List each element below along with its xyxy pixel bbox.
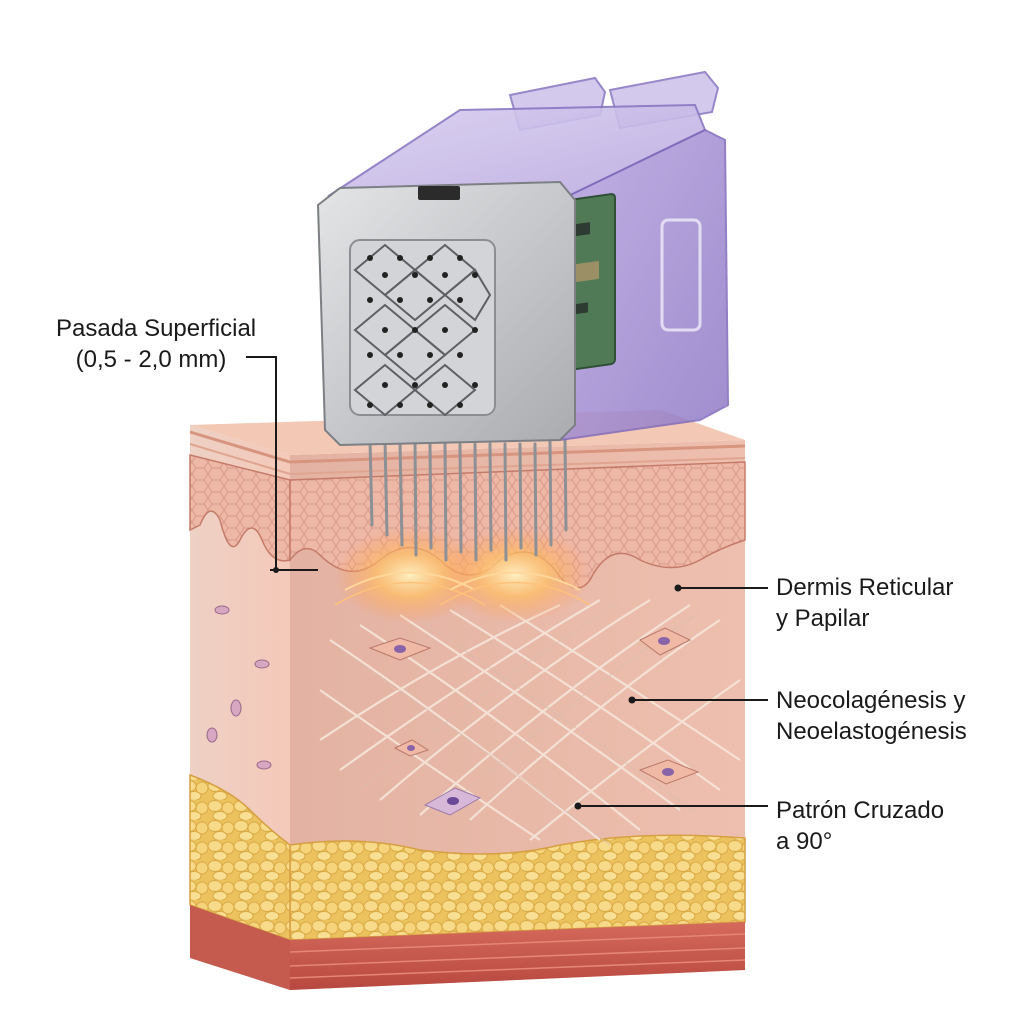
- fat-layer-front: [189, 773, 291, 942]
- label-neogenesis-line1: Neocolagénesis y: [776, 687, 966, 714]
- muscle-layer-front: [190, 905, 290, 990]
- heat-zones: [334, 527, 591, 623]
- label-cross-pattern: Patrón Cruzado a 90°: [776, 795, 944, 857]
- microneedles: [368, 438, 568, 562]
- label-superficial-line1: Pasada Superficial: [56, 315, 257, 342]
- label-superficial-pass: Pasada Superficial (0,5 - 2,0 mm): [56, 313, 257, 375]
- fibroblast-cells: [206, 605, 700, 816]
- skin-block: [189, 410, 746, 990]
- label-cross-line1: Patrón Cruzado: [776, 797, 945, 824]
- leader-lines: [246, 356, 768, 807]
- epidermis-front: [189, 454, 291, 562]
- fat-layer-side: [289, 834, 746, 941]
- label-neogenesis-line2: Neoelastogénesis: [776, 718, 967, 745]
- microneedle-cartridge: [316, 70, 730, 447]
- label-dermis-line2: y Papilar: [776, 605, 870, 632]
- label-superficial-line2: (0,5 - 2,0 mm): [75, 346, 227, 373]
- leader-superficial: [246, 356, 277, 570]
- label-neogenesis: Neocolagénesis y Neoelastogénesis: [776, 685, 967, 747]
- label-cross-line2: a 90°: [776, 828, 833, 855]
- label-dermis: Dermis Reticular y Papilar: [776, 572, 953, 634]
- label-dermis-line1: Dermis Reticular: [776, 574, 954, 601]
